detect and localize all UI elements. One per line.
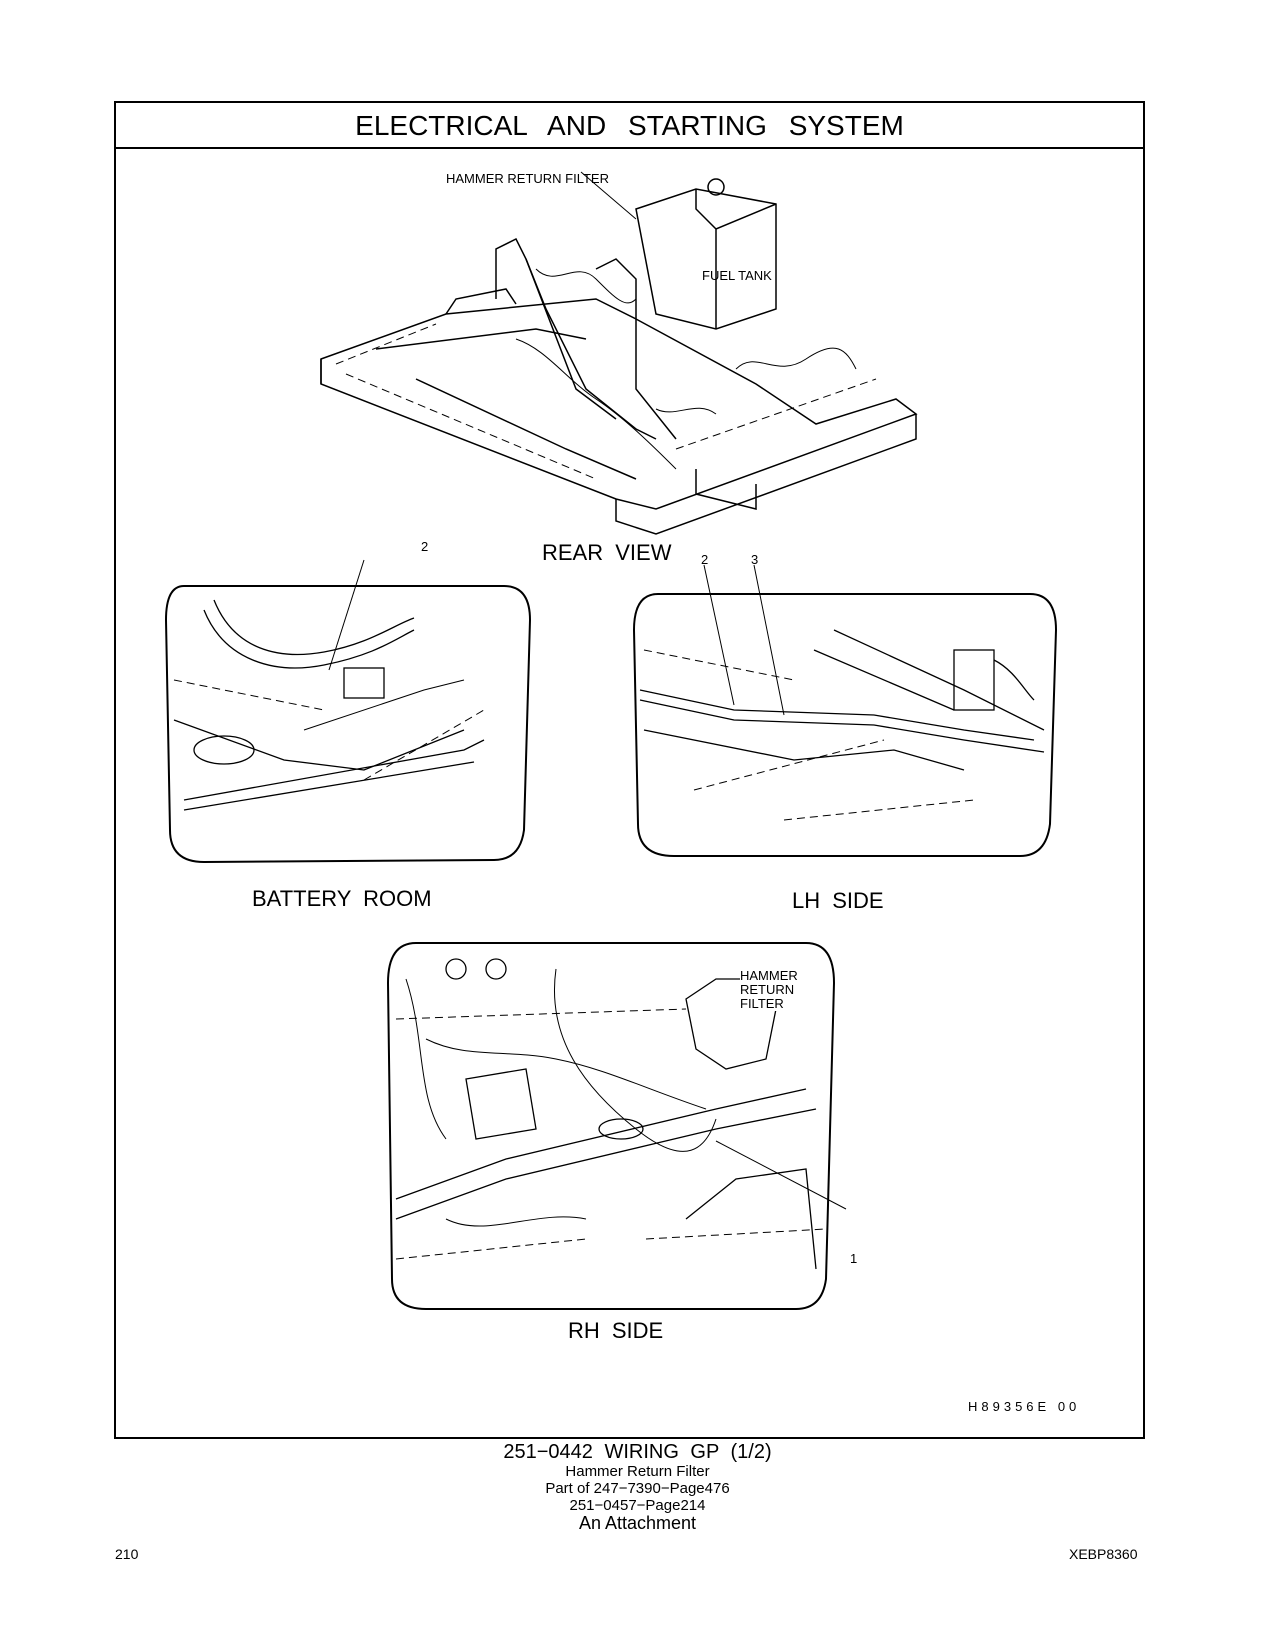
rear-view-illustration — [320, 171, 918, 535]
figure-frame: ELECTRICAL AND STARTING SYSTEM — [114, 101, 1145, 1439]
battery-callout-2: 2 — [421, 539, 429, 554]
rh-hammer-label-3: FILTER — [740, 996, 784, 1011]
hammer-return-filter-label: HAMMER RETURN FILTER — [446, 171, 609, 186]
figure-code: H89356E 00 — [968, 1399, 1081, 1414]
page-number: 210 — [115, 1546, 139, 1562]
caption-line-3: 251−0457−Page214 — [569, 1497, 706, 1514]
lh-side-label: LH SIDE — [792, 888, 884, 913]
caption-line-1: Hammer Return Filter — [565, 1463, 710, 1480]
document-code: XEBP8360 — [1069, 1546, 1138, 1562]
lh-callout-2: 2 — [701, 552, 709, 567]
page-title: ELECTRICAL AND STARTING SYSTEM — [116, 103, 1143, 149]
battery-room-label: BATTERY ROOM — [252, 886, 432, 911]
rh-hammer-label-2: RETURN — [740, 982, 795, 997]
rh-callout-1: 1 — [850, 1251, 858, 1266]
caption-last: An Attachment — [578, 1513, 697, 1533]
caption-line-2: Part of 247−7390−Page476 — [545, 1480, 730, 1497]
lh-callout-3: 3 — [751, 552, 759, 567]
fuel-tank-label: FUEL TANK — [702, 268, 772, 283]
caption-main: 251−0442 WIRING GP (1/2) — [503, 1441, 772, 1463]
rh-side-illustration — [386, 942, 847, 1310]
battery-room-illustration — [164, 559, 532, 864]
rh-hammer-label-1: HAMMER — [740, 968, 798, 983]
rh-side-label: RH SIDE — [568, 1318, 664, 1343]
rear-view-label: REAR VIEW — [542, 540, 672, 565]
lh-side-illustration — [632, 564, 1058, 857]
